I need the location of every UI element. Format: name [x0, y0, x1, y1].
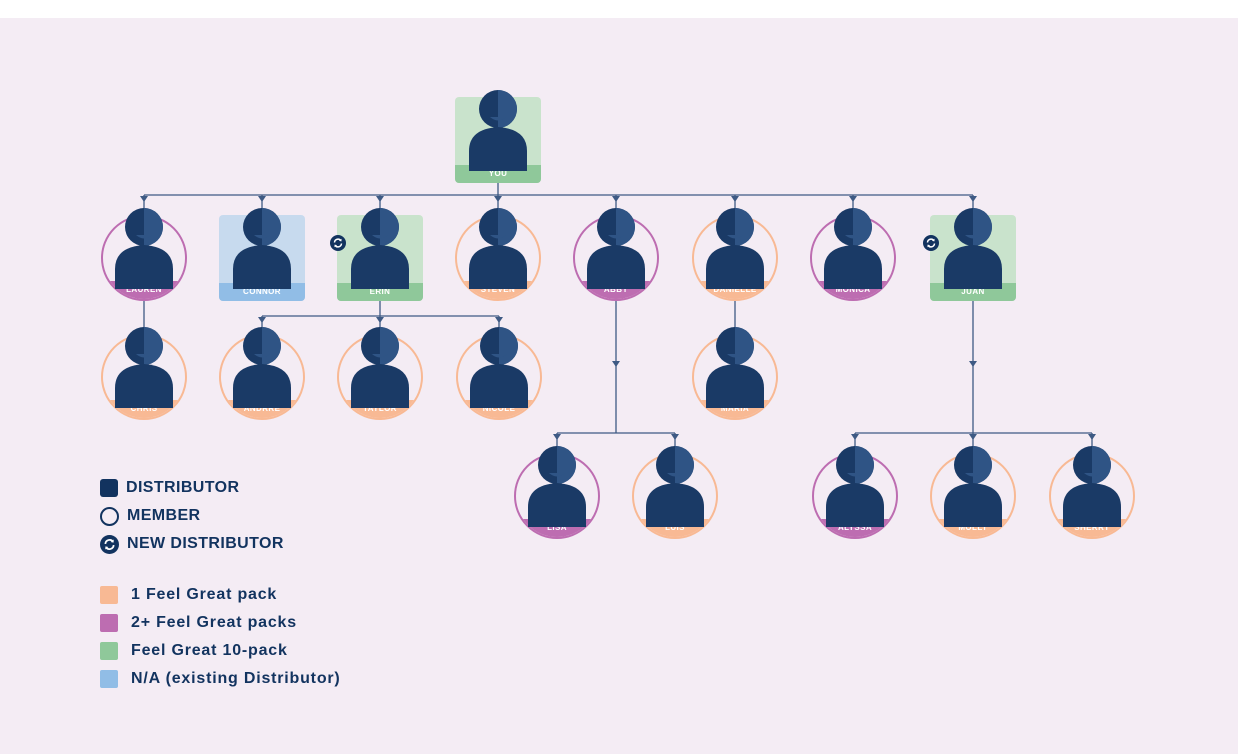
person-icon [587, 208, 645, 289]
node-chris[interactable]: CHRIS [101, 327, 187, 420]
purple-swatch [100, 614, 118, 632]
member-circle-icon [100, 506, 119, 526]
person-icon [115, 327, 173, 408]
blue-swatch [100, 670, 118, 688]
node-you[interactable]: YOU [455, 90, 541, 183]
node-luis[interactable]: LUIS [632, 446, 718, 539]
node-maria[interactable]: MARIA [692, 327, 778, 420]
node-taylor[interactable]: TAYLOR [337, 327, 423, 420]
person-icon [646, 446, 704, 527]
node-erin[interactable]: ERIN [337, 208, 423, 301]
node-alyssa[interactable]: ALYSSA [812, 446, 898, 539]
node-lisa[interactable]: LISA [514, 446, 600, 539]
node-molly[interactable]: MOLLY [930, 446, 1016, 539]
node-connor[interactable]: CONNOR [219, 208, 305, 301]
legend-member: MEMBER [100, 502, 284, 530]
arrowhead [376, 196, 384, 202]
legend-new-distributor: NEW DISTRIBUTOR [100, 530, 284, 558]
new-distributor-icon [330, 235, 346, 251]
person-icon [944, 208, 1002, 289]
orange-swatch [100, 586, 118, 604]
person-icon [826, 446, 884, 527]
arrowhead [553, 434, 561, 440]
distributor-square-icon [100, 479, 118, 497]
person-icon [351, 327, 409, 408]
arrowhead [612, 361, 620, 367]
person-icon [469, 90, 527, 171]
legend-packs: 1 Feel Great pack 2+ Feel Great packs Fe… [100, 581, 341, 693]
arrowhead [851, 434, 859, 440]
legend-types: DISTRIBUTOR MEMBER NEW DISTRIBUTOR [100, 474, 284, 558]
node-nicole[interactable]: NICOLE [456, 327, 542, 420]
arrowhead [140, 196, 148, 202]
arrowhead [494, 196, 502, 202]
legend-distributor-label: DISTRIBUTOR [126, 479, 240, 496]
legend-pack-1-label: 1 Feel Great pack [131, 586, 278, 603]
person-icon [944, 446, 1002, 527]
arrowhead [969, 434, 977, 440]
legend-pack-3: Feel Great 10-pack [100, 637, 341, 665]
node-abby[interactable]: ABBY [573, 208, 659, 301]
node-juan[interactable]: JUAN [930, 208, 1016, 301]
arrowhead [969, 196, 977, 202]
arrowhead [1088, 434, 1096, 440]
person-icon [1063, 446, 1121, 527]
arrowhead [612, 196, 620, 202]
arrowhead [258, 196, 266, 202]
legend-member-label: MEMBER [127, 507, 201, 524]
person-icon [470, 327, 528, 408]
person-icon [706, 327, 764, 408]
arrowhead [376, 317, 384, 323]
arrowhead [731, 196, 739, 202]
arrowhead [671, 434, 679, 440]
legend-pack-4: N/A (existing Distributor) [100, 665, 341, 693]
node-andrre[interactable]: ANDRRE [219, 327, 305, 420]
legend-pack-4-label: N/A (existing Distributor) [131, 670, 341, 687]
node-monica[interactable]: MONICA [810, 208, 896, 301]
green-swatch [100, 642, 118, 660]
node-lauren[interactable]: LAUREN [101, 208, 187, 301]
arrowhead [258, 317, 266, 323]
person-icon [528, 446, 586, 527]
arrowhead [495, 317, 503, 323]
person-icon [706, 208, 764, 289]
legend-new-distributor-label: NEW DISTRIBUTOR [127, 535, 284, 552]
legend-pack-1: 1 Feel Great pack [100, 581, 341, 609]
arrowhead [849, 196, 857, 202]
new-distributor-icon [100, 534, 119, 554]
legend-pack-2: 2+ Feel Great packs [100, 609, 341, 637]
node-danielle[interactable]: DANIELLE [692, 208, 778, 301]
person-icon [233, 208, 291, 289]
legend-pack-3-label: Feel Great 10-pack [131, 642, 288, 659]
arrowhead [969, 361, 977, 367]
person-icon [469, 208, 527, 289]
legend-distributor: DISTRIBUTOR [100, 474, 284, 502]
node-sherry[interactable]: SHERRY [1049, 446, 1135, 539]
new-distributor-icon [923, 235, 939, 251]
diagram-background [0, 18, 1238, 754]
person-icon [233, 327, 291, 408]
legend-pack-2-label: 2+ Feel Great packs [131, 614, 297, 631]
person-icon [115, 208, 173, 289]
node-steven[interactable]: STEVEN [455, 208, 541, 301]
person-icon [351, 208, 409, 289]
person-icon [824, 208, 882, 289]
